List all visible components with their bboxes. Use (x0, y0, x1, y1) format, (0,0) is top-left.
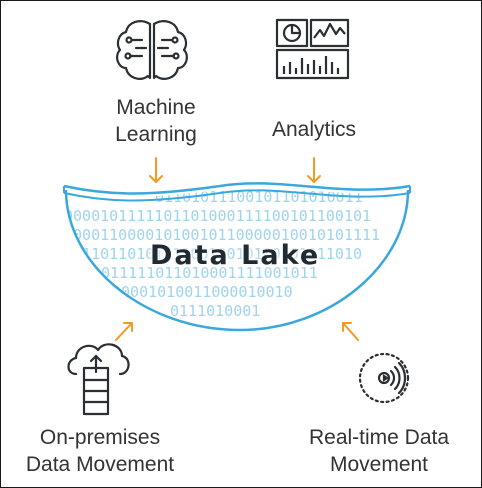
arrow-ml-to-lake (149, 157, 163, 183)
binary-row: 10001100001010010110000010010101111 (64, 226, 380, 244)
binary-row: 01101011100101101010011 (155, 188, 363, 206)
binary-fill: 0110101110010110101001100001011111011010… (64, 188, 380, 320)
binary-row: 111101101011110010010100101011010 (64, 245, 362, 263)
real-time-label: Real-time Data Movement (308, 426, 450, 476)
binary-row: 1011111011010001111001011 (92, 264, 318, 282)
analytics-label: Analytics (271, 118, 357, 141)
arrow-onprem-to-lake (115, 322, 133, 341)
arrow-analytics-to-lake (307, 157, 321, 183)
brain-icon (116, 20, 188, 80)
lake-surface-line-bottom (63, 189, 411, 202)
lake-bowl-outline (64, 189, 410, 332)
binary-row: 0111010001 (170, 302, 260, 320)
stream-signal-icon (358, 352, 410, 404)
cloud-server-icon (67, 343, 130, 416)
binary-row: 00001010011000010010 (112, 283, 293, 301)
arrow-realtime-to-lake (342, 322, 359, 341)
binary-row: 0000101111101101000111100101100101 (64, 207, 371, 225)
on-premises-label: On-premises Data Movement (25, 426, 175, 476)
machine-learning-label: Machine Learning (115, 96, 197, 146)
lake-surface-line-top (63, 182, 411, 195)
data-lake-label: Data Lake (150, 240, 321, 271)
dashboard-icon (275, 18, 350, 80)
